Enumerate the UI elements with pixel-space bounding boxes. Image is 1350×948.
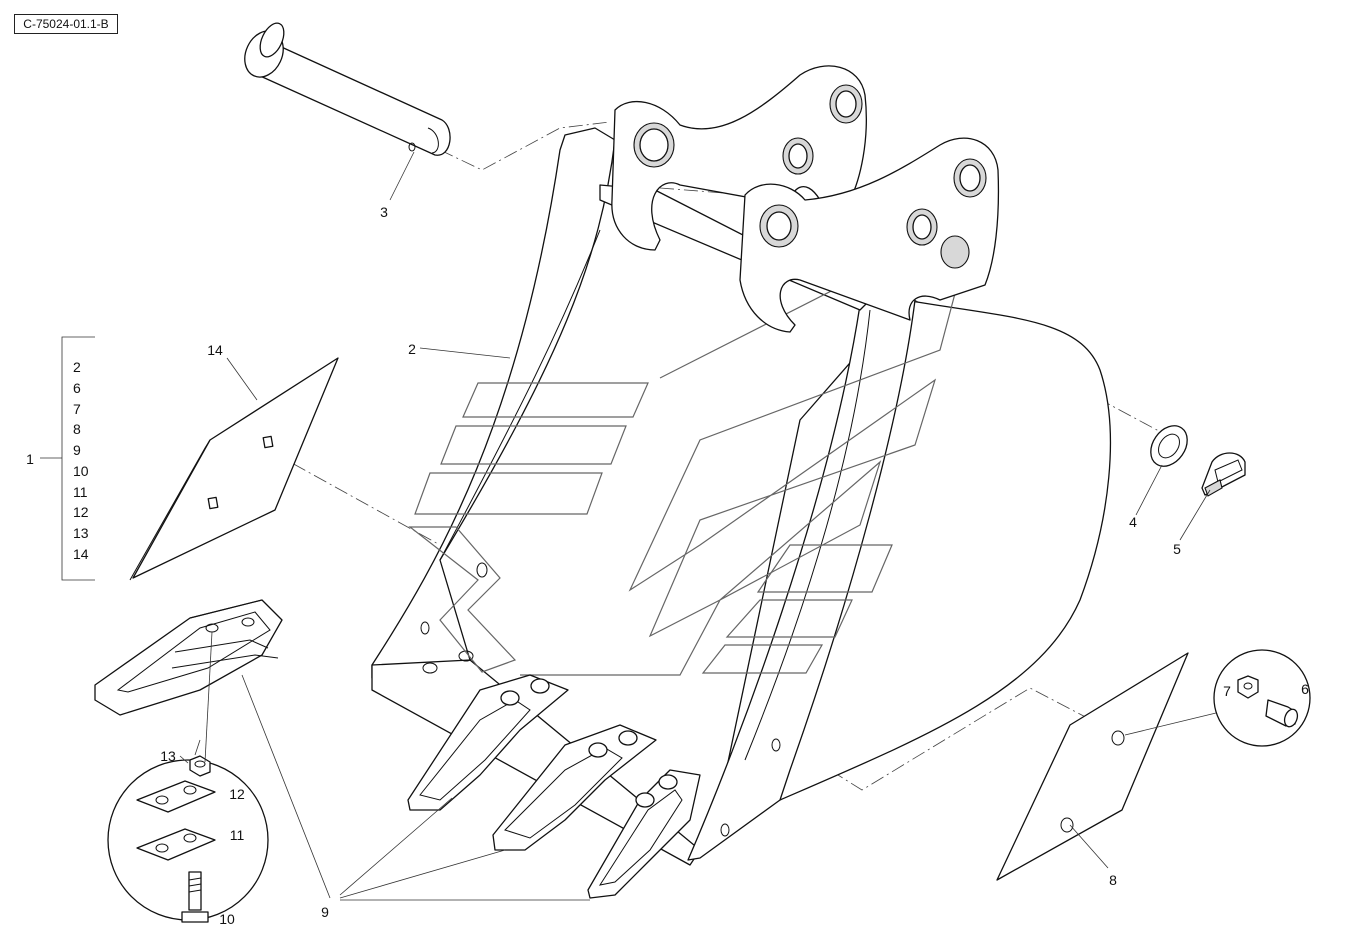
callout-8: 8 [1109, 872, 1117, 888]
callout-13: 13 [160, 748, 176, 764]
detail-circle-bolt-nut [1213, 649, 1311, 747]
side-cutter-left [129, 357, 339, 581]
drawing-reference: C-75024-01.1-B [14, 14, 118, 34]
leader-lines [40, 151, 1217, 901]
lock-pin-part [1201, 452, 1246, 497]
kit-item: 12 [73, 504, 89, 520]
kit-item: 10 [73, 463, 89, 479]
kit-item: 14 [73, 546, 89, 562]
kit-contents-list: 2 6 7 8 9 10 11 12 13 14 [73, 359, 89, 562]
callout-11: 11 [230, 827, 245, 843]
pin-part [244, 22, 451, 156]
callout-7: 7 [1223, 683, 1231, 699]
callout-2: 2 [408, 341, 416, 357]
callout-14: 14 [207, 342, 223, 358]
callout-6: 6 [1301, 681, 1309, 697]
kit-item: 13 [73, 525, 89, 541]
mounting-ears [611, 65, 1000, 333]
tooth-detached [94, 599, 283, 716]
mounted-tooth-1 [407, 674, 569, 811]
kit-item: 7 [73, 401, 81, 417]
callout-12: 12 [229, 786, 245, 802]
kit-item: 2 [73, 359, 81, 375]
kit-item: 11 [73, 484, 88, 500]
callout-10: 10 [219, 911, 235, 927]
callout-1: 1 [26, 451, 34, 467]
callout-9: 9 [321, 904, 329, 920]
callout-5: 5 [1173, 541, 1181, 557]
mounted-tooth-3 [587, 769, 701, 899]
background-logo-outline [408, 216, 976, 676]
kit-item: 9 [73, 442, 81, 458]
kit-item: 8 [73, 421, 81, 437]
washer-part [1150, 425, 1188, 467]
kit-item: 6 [73, 380, 81, 396]
side-cutter-right [996, 652, 1189, 881]
detail-circle-hardware [107, 755, 269, 923]
callout-3: 3 [380, 204, 388, 220]
callout-4: 4 [1129, 514, 1137, 530]
callout-labels: 3 2 14 1 4 5 7 6 8 9 13 12 11 10 [26, 204, 1309, 927]
